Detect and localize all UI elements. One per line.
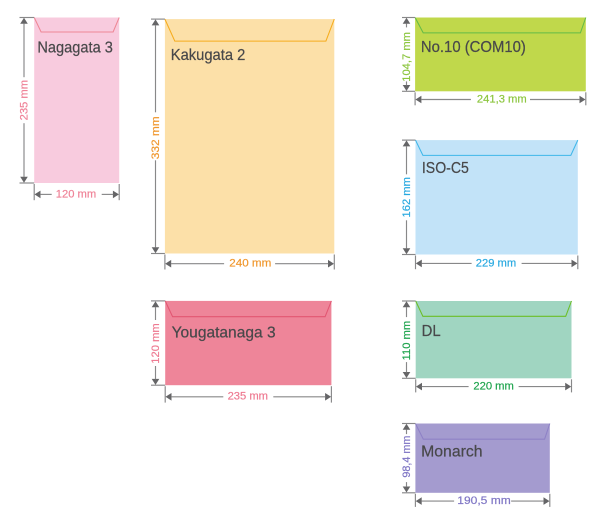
svg-text:120 mm: 120 mm: [150, 323, 162, 363]
svg-text:229 mm: 229 mm: [476, 257, 516, 269]
svg-text:ISO-C5: ISO-C5: [422, 160, 469, 177]
svg-text:Nagagata 3: Nagagata 3: [37, 40, 113, 57]
svg-text:120 mm: 120 mm: [56, 188, 96, 200]
svg-text:Monarch: Monarch: [421, 444, 483, 461]
svg-text:240 mm: 240 mm: [229, 258, 271, 270]
svg-text:241,3 mm: 241,3 mm: [477, 93, 527, 105]
svg-text:190,5 mm: 190,5 mm: [457, 495, 511, 507]
svg-text:98,4 mm: 98,4 mm: [401, 436, 413, 478]
svg-text:235 mm: 235 mm: [228, 391, 268, 403]
svg-text:332 mm: 332 mm: [150, 116, 162, 159]
svg-text:No.10 (COM10): No.10 (COM10): [421, 39, 526, 56]
svg-text:104,7 mm: 104,7 mm: [401, 32, 413, 82]
svg-text:Kakugata 2: Kakugata 2: [171, 47, 246, 64]
svg-text:Yougatanaga 3: Yougatanaga 3: [172, 325, 276, 342]
svg-text:DL: DL: [422, 323, 441, 340]
svg-text:162 mm: 162 mm: [401, 177, 413, 217]
svg-text:220 mm: 220 mm: [473, 381, 513, 393]
svg-text:235 mm: 235 mm: [19, 80, 31, 120]
svg-text:110 mm: 110 mm: [401, 321, 413, 361]
